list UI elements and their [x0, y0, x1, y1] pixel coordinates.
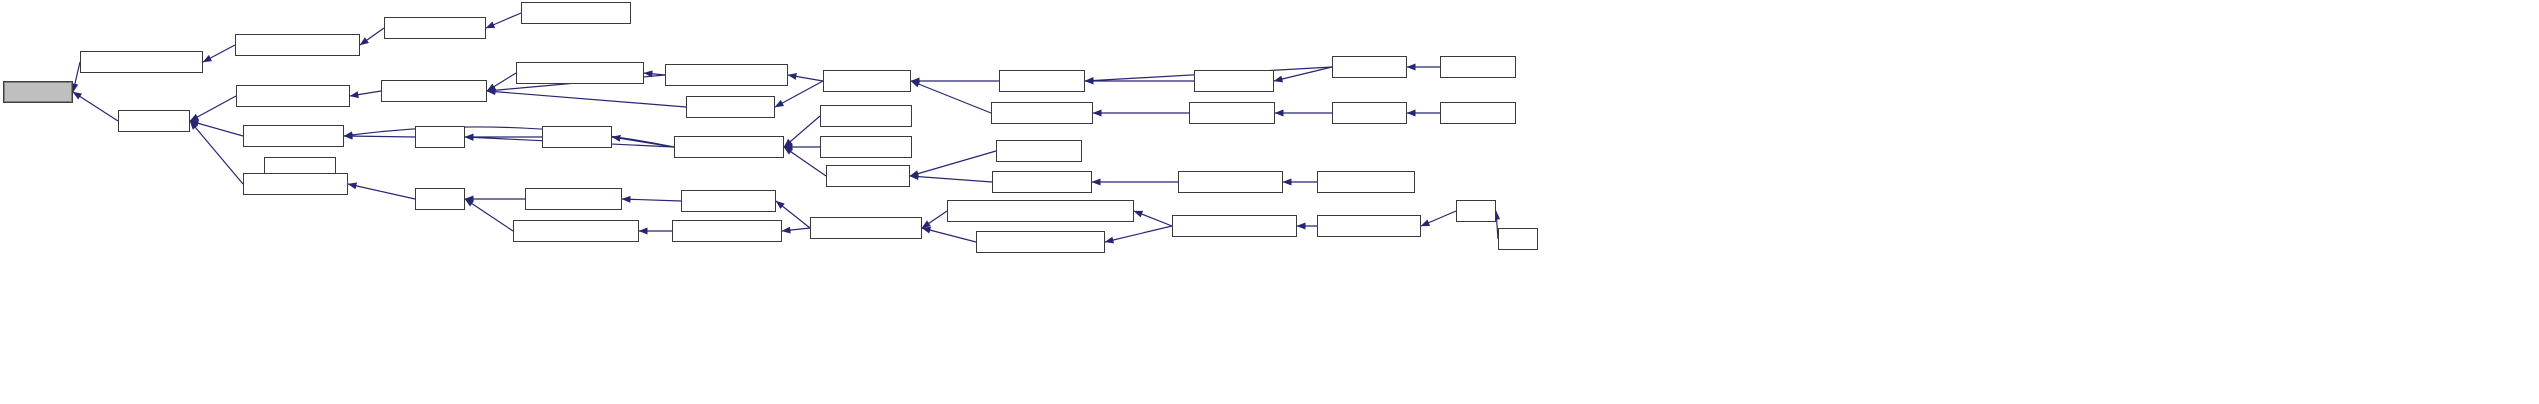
graph-node-opd-put-sample-top[interactable] [823, 70, 911, 92]
graph-node-opd-do-read-mid[interactable] [1332, 102, 1407, 124]
graph-edge [611, 134, 675, 148]
graph-node-create-path[interactable] [118, 110, 190, 132]
graph-edge [783, 115, 821, 148]
graph-node-oprof-start-oprof-start[interactable] [521, 2, 631, 24]
graph-node-opd-open-24-sample-file[interactable] [236, 85, 350, 107]
graph-node-oprof-start-fill-events[interactable] [384, 17, 486, 39]
graph-edge [909, 150, 997, 177]
graph-node-sfile-log-arc[interactable] [542, 126, 612, 148]
graph-node-opd-put-spu-sample[interactable] [992, 171, 1092, 193]
graph-node-op-perf-utils-op-reprocess[interactable] [947, 200, 1134, 222]
graph-node-opd-24-start[interactable] [1440, 56, 1516, 78]
graph-edge [1493, 210, 1501, 240]
graph-node--run[interactable] [1456, 200, 1496, 222]
graph-node---handle-sample-event[interactable] [810, 217, 922, 239]
graph-edge [621, 195, 682, 203]
graph-edge [71, 61, 81, 93]
graph-edge [909, 173, 993, 183]
graph-node-opd-open-sample-file[interactable] [243, 125, 344, 147]
graph-edge [359, 27, 385, 46]
graph-node-operf-sfile-log-sample-count[interactable] [513, 220, 639, 242]
graph-edge [343, 132, 416, 140]
graph-node-sfile-log-sample[interactable] [826, 165, 910, 187]
graph-edge [774, 80, 824, 108]
graph-edge [72, 91, 119, 122]
graph-node---handle-callchain[interactable] [681, 190, 776, 212]
graph-node-operf-sfile-log-arc[interactable] [525, 188, 622, 210]
graph-node-sfile-log-sample-count[interactable] [674, 136, 784, 158]
graph-node-get-file-2[interactable] [415, 188, 465, 210]
graph-node-get-file-1[interactable] [415, 126, 465, 148]
graph-node-opd-handle-kernel-sample[interactable] [665, 64, 788, 86]
graph-node-opd-log-ibs-event[interactable] [820, 136, 912, 158]
graph-node-convert-sample-data[interactable] [1317, 215, 1421, 237]
graph-edge [347, 182, 416, 200]
graph-edge [921, 210, 948, 229]
graph-edge [787, 72, 824, 82]
graph-node-opd-shutdown[interactable] [1194, 70, 1274, 92]
graph-node-opd-handle-module-sample[interactable] [516, 62, 644, 84]
graph-node-oprof-start-load-config-file[interactable] [235, 34, 360, 56]
graph-edge [343, 126, 675, 148]
graph-node-op-perf-utils-op-write[interactable] [976, 231, 1105, 253]
graph-node-operf-open-sample-file[interactable] [243, 173, 348, 195]
graph-edge [1133, 210, 1173, 227]
graph-edge [486, 88, 687, 108]
graph-edge [189, 119, 244, 137]
graph-node-opd-do-samples-top[interactable] [999, 70, 1085, 92]
graph-edge [1104, 225, 1173, 244]
graph-edge [775, 200, 811, 229]
graph-edge [189, 95, 237, 122]
graph-node-opd-put-image-sample[interactable] [381, 80, 487, 102]
graph-node-operf-sfile-log-sample[interactable] [672, 220, 782, 242]
graph-node-opd-do-samples-mid[interactable] [1189, 102, 1275, 124]
graph-node-main[interactable] [1498, 228, 1538, 250]
graph-edge [1273, 66, 1333, 83]
graph-edge [464, 198, 514, 232]
graph-node-opd-put-sample-mid[interactable] [996, 140, 1082, 162]
graph-node-opd-process-samples[interactable] [991, 102, 1093, 124]
graph-edge [783, 146, 827, 177]
graph-node-create-dir[interactable] [3, 81, 73, 103]
graph-node-process-spu-samples[interactable] [1178, 171, 1283, 193]
graph-edge [189, 120, 244, 185]
graph-node-check-and-create-config-dir[interactable] [80, 51, 203, 73]
graph-edge [921, 226, 977, 243]
graph-edge [1420, 210, 1457, 227]
graph-edge [349, 90, 382, 99]
graph-node-code-spu-profiling[interactable] [1317, 171, 1415, 193]
graph-edge [485, 12, 522, 29]
graph-node-opd-do-read-top[interactable] [1332, 56, 1407, 78]
graph-edge [643, 70, 666, 78]
graph-edge [910, 80, 992, 114]
graph-edge [781, 226, 811, 234]
graph-edge [202, 44, 236, 63]
graph-node-opd-lookup-maps[interactable] [686, 96, 775, 118]
graph-node-opd-26-start[interactable] [1440, 102, 1516, 124]
graph-node-opd-log-ibs-count[interactable] [820, 105, 912, 127]
graph-node-operf-read-convertPerfData[interactable] [1172, 215, 1297, 237]
